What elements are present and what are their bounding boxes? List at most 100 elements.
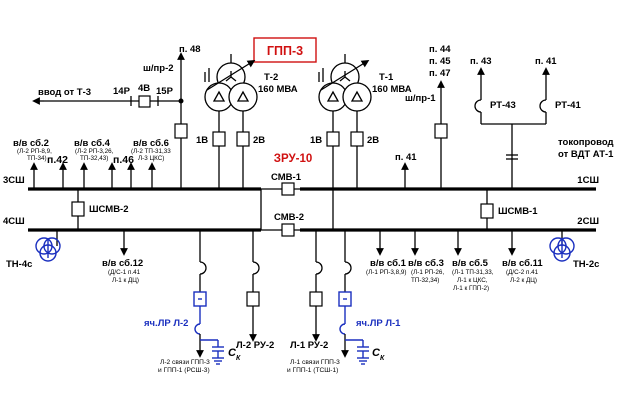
feeder-sb5-sub3: Л-1 к ГПП-2) xyxy=(453,285,489,292)
note-right-1: Л-1 связи ГПП-3 xyxy=(290,359,340,366)
feeder-sb11-sub2: Л-2 к ДЦ) xyxy=(510,277,537,284)
label-p41-mid: п. 41 xyxy=(395,152,417,163)
t1-name: Т-1 xyxy=(379,72,394,83)
tn-4c xyxy=(35,230,61,262)
line-reactor-l2 xyxy=(193,230,224,365)
l2-ru2-breaker xyxy=(246,291,260,307)
smv1-label: СМВ-1 xyxy=(271,172,302,183)
feeder-sb4-sub2: ТП-32,43) xyxy=(80,155,108,162)
transformer-t2 xyxy=(204,54,258,189)
feeder-sb2-sub2: ТП-34) xyxy=(27,155,47,162)
reactor-rt41 xyxy=(539,99,547,113)
feeder-sb6-sub2: Л-3 ЦКС) xyxy=(138,155,164,162)
label-p41-top: п. 41 xyxy=(535,56,557,67)
breaker-t1-1v xyxy=(326,131,340,147)
label-14r: 14Р xyxy=(113,86,131,97)
reactor-left-label: яч.ЛР Л-2 xyxy=(144,318,188,329)
feeder-sb12-sub2: Л-1 к ДЦ) xyxy=(112,277,139,284)
smv2-switch xyxy=(281,223,295,237)
label-vvod: ввод от Т-3 xyxy=(38,87,91,98)
t1-rating: 160 МВА xyxy=(372,84,412,95)
feeder-sb1-sub1: (Л-1 РП-3,8,9) xyxy=(366,269,407,276)
lower-feeders xyxy=(120,230,516,256)
breaker-t1-2v xyxy=(350,131,364,147)
tn-left-label: ТН-4с xyxy=(6,259,32,270)
bus-label-2sh: 2СШ xyxy=(577,216,599,227)
shsmv1-switch xyxy=(480,203,494,219)
shpr2-switch xyxy=(174,123,188,139)
label-p42: п.42 xyxy=(47,154,68,166)
label-l2-ru2: Л-2 РУ-2 xyxy=(236,340,274,351)
note-left-2: и ГПП-1 (РСШ-3) xyxy=(158,367,210,374)
reactor-rt43 xyxy=(474,99,482,113)
feeder-sb6-sub1: (Л-2 ТП-31,33 xyxy=(131,148,171,155)
bus-label-4sh: 4СШ xyxy=(3,216,25,227)
breaker-t2-2v xyxy=(236,131,250,147)
label-l1-ru2: Л-1 РУ-2 xyxy=(290,340,328,351)
feeder-sb11-name: в/в сб.11 xyxy=(502,258,543,269)
feeder-sb6-name: в/в сб.6 xyxy=(133,138,169,149)
bus-label-3sh: 3СШ xyxy=(3,175,25,186)
ck-left-c: C xyxy=(228,347,237,359)
feeder-l1-ru2 xyxy=(309,230,323,342)
feeder-sb5-name: в/в сб.5 xyxy=(452,258,489,269)
label-rt41: РТ-41 xyxy=(555,100,581,111)
label-p48: п. 48 xyxy=(179,44,201,55)
feeder-sb4-sub1: (Л-2 РП-3,26, xyxy=(75,148,114,155)
ck-right-k: К xyxy=(380,355,385,362)
switchgear-label: ЗРУ-10 xyxy=(274,153,313,165)
feeder-sb12-sub1: (Д/С-1 п.41 xyxy=(108,269,141,276)
label-shpr1: ш/пр-1 xyxy=(405,93,436,104)
switch-4v xyxy=(138,95,151,108)
label-p44: п. 44 xyxy=(429,44,451,55)
title-box: ГПП-3 xyxy=(253,37,317,63)
feeder-sb3-sub2: ТП-32,34) xyxy=(411,277,439,284)
feeder-sb11-sub1: (Д/С-2 п.41 xyxy=(506,269,539,276)
feeder-sb4-name: в/в сб.4 xyxy=(74,138,111,149)
note-right-2: и ГПП-1 (ТСШ-1) xyxy=(287,367,338,374)
tn-2c xyxy=(549,230,575,262)
label-p45: п. 45 xyxy=(429,56,451,67)
smv1-switch xyxy=(281,182,295,196)
feeder-sb5-sub2: Л-1 к ЦКС, xyxy=(457,277,488,284)
label-p43: п. 43 xyxy=(470,56,492,67)
label-tokoprovod-1: токопровод xyxy=(558,137,614,148)
feeder-sb2-name: в/в сб.2 xyxy=(13,138,49,149)
feeder-sb3-sub1: (Л-1 РП-26, xyxy=(411,269,444,276)
t2-rating: 160 МВА xyxy=(258,84,298,95)
shsmv1-label: ШСМВ-1 xyxy=(498,206,538,217)
ck-right-c: C xyxy=(372,347,381,359)
shpr1-switch xyxy=(434,123,448,139)
label-4v: 4В xyxy=(138,83,150,94)
smv2-label: СМВ-2 xyxy=(274,212,304,223)
bus-label-1sh: 1СШ xyxy=(577,175,599,186)
feeder-sb1-name: в/в сб.1 xyxy=(370,258,407,269)
t1-1v-label: 1В xyxy=(310,135,322,146)
shsmv2-label: ШСМВ-2 xyxy=(89,204,129,215)
breaker-t2-1v xyxy=(212,131,226,147)
label-shpr2: ш/пр-2 xyxy=(143,63,174,74)
label-rt43: РТ-43 xyxy=(490,100,516,111)
l1-ru2-breaker xyxy=(309,291,323,307)
t2-2v-label: 2В xyxy=(253,135,265,146)
upper-feeders xyxy=(30,162,156,189)
feeder-sb3-name: в/в сб.3 xyxy=(408,258,444,269)
feeder-sb12-name: в/в сб.12 xyxy=(102,258,143,269)
tn-right-label: ТН-2с xyxy=(573,259,599,270)
label-p47: п. 47 xyxy=(429,68,451,79)
note-left-1: Л-2 связи ГПП-3 xyxy=(160,359,210,366)
transformer-t1 xyxy=(318,54,372,230)
t2-name: Т-2 xyxy=(264,72,278,83)
t2-1v-label: 1В xyxy=(196,135,208,146)
feeder-sb2-sub1: (Л-2 РП-8,9, xyxy=(17,148,52,155)
label-15r: 15Р xyxy=(156,86,174,97)
feeder-sb5-sub1: (Л-1 ТП-31,33, xyxy=(452,269,494,276)
title: ГПП-3 xyxy=(267,44,303,58)
feeder-l2-ru2 xyxy=(246,230,260,342)
label-p46: п.46 xyxy=(113,154,134,166)
line-reactor-l1 xyxy=(338,230,369,365)
label-tokoprovod-2: от ВДТ АТ-1 xyxy=(558,149,614,160)
shsmv2-switch xyxy=(71,201,85,217)
t1-2v-label: 2В xyxy=(367,135,379,146)
